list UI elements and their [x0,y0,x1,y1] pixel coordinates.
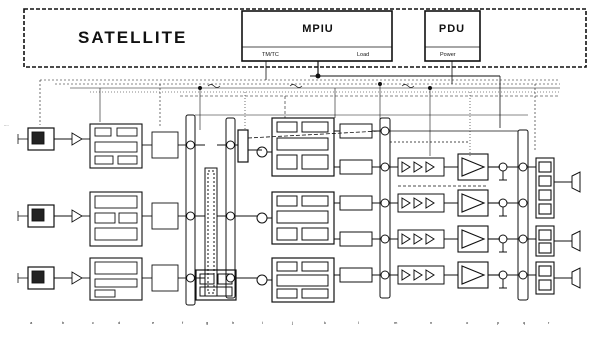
receive-chain-1: ···· [4,124,186,168]
rx1-note: ···· [4,124,9,128]
legend-item: n [430,320,432,325]
rf-switch-column [380,118,398,298]
receive-chain-2 [28,192,186,246]
legend-item: l [358,320,359,325]
upconverter-1 [267,118,334,176]
legend-item: a [30,320,33,325]
legend-item: b [62,320,65,325]
legend-item: q [523,320,525,325]
legend-item: e [152,320,155,325]
satellite-label: SATELLITE [78,28,187,47]
pdu-label: PDU [439,23,465,35]
receive-chain-3 [28,258,186,300]
upconverter-3 [267,258,334,302]
mpiu-label: MPIU [302,23,334,35]
upconverter-2 [267,192,334,244]
isolators [499,163,518,288]
legend-item: o [466,320,469,325]
transmit-antennas [572,172,580,288]
legend-item: i [262,320,263,325]
legend-item: r [548,320,550,325]
ground-symbols [18,134,28,283]
channel-amplifier-rows [398,158,458,284]
mpiu-port-tmtc: TM/TC [262,52,279,58]
bottom-legend: a b c d e f g h i j k l m n o p q r [30,320,550,325]
legend-item: c [92,320,94,325]
pdu-port-power: Power [440,52,456,58]
legend-item: h [232,320,234,325]
legend-item: d [118,320,120,325]
legend-item: p [497,320,500,325]
legend-item: k [324,320,326,325]
output-multiplexers [536,158,572,294]
legend-item: j [291,320,293,325]
legend-item: m [394,320,398,325]
mid-switch-column [226,118,267,298]
mpiu-port-load: Load [357,52,369,58]
legend-item: f [182,320,184,325]
output-switch-column [518,130,536,300]
rf-channel-filters [334,124,380,282]
power-amplifiers [398,154,500,288]
legend-item: g [206,320,208,325]
